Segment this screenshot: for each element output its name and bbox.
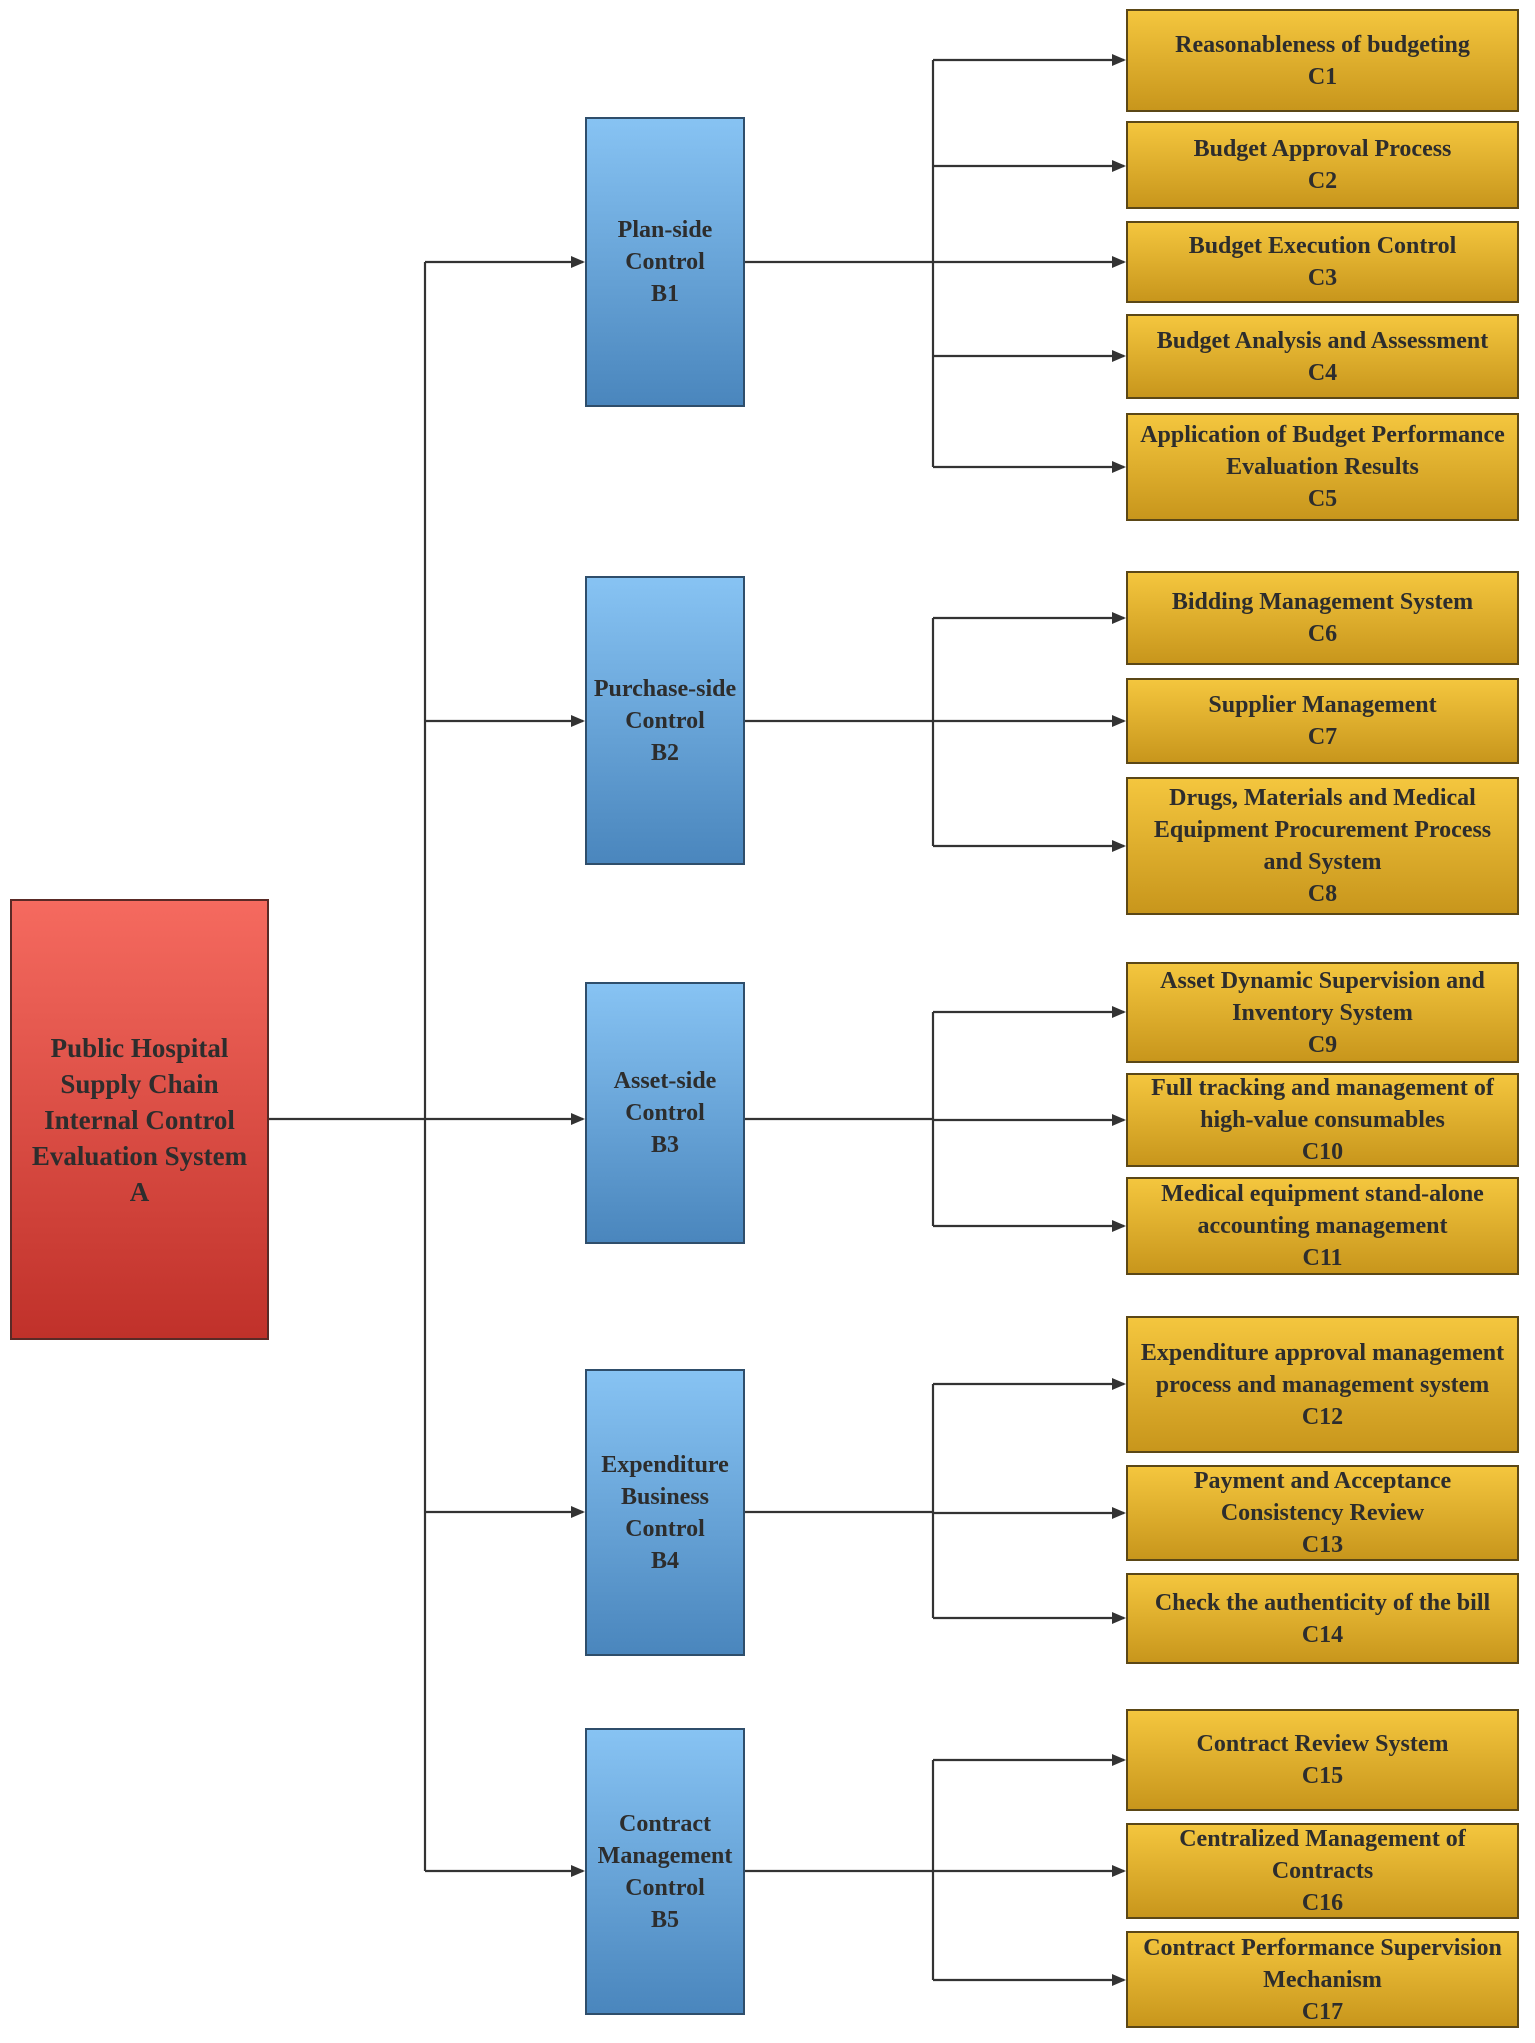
root-node: Public Hospital Supply Chain Internal Co… [10,899,269,1340]
c3-label: Budget Execution Control [1188,233,1457,259]
c12-label: Expenditure approval management process … [1140,1339,1505,1398]
c1-node: Reasonableness of budgeting C1 [1126,9,1519,112]
c4-node: Budget Analysis and Assessment C4 [1126,314,1519,399]
arrow-to-b5 [571,1865,585,1877]
arrow-to-leaf-b1-3 [1112,256,1126,268]
c1-label: Reasonableness of budgeting [1175,31,1470,58]
c17-code: C17 [1301,1998,1344,2025]
b1-code: B1 [650,281,679,307]
c15-code: C15 [1301,1763,1344,1789]
c11-node: Medical equipment stand-alone accounting… [1126,1177,1519,1275]
c4-code: C4 [1307,359,1338,386]
arrow-to-leaf-b1-1 [1112,54,1126,66]
c6-label: Bidding Management System [1171,589,1474,615]
c1-code: C1 [1307,63,1338,90]
b5-label: Contract Management Control [597,1810,733,1901]
c16-label: Centralized Management of Contracts [1179,1826,1466,1884]
c2-node: Budget Approval Process C2 [1126,121,1519,209]
b4-code: B4 [650,1547,679,1574]
c14-label: Check the authenticity of the bill [1154,1589,1491,1616]
c14-code: C14 [1301,1621,1344,1648]
arrow-to-leaf-b2-2 [1112,715,1126,727]
c14-node: Check the authenticity of the bill C14 [1126,1573,1519,1664]
c13-code: C13 [1301,1532,1344,1558]
c16-node: Centralized Management of Contracts C16 [1126,1823,1519,1919]
c9-label: Asset Dynamic Supervision and Inventory … [1160,967,1485,1026]
b2-label: Purchase-side Control [593,675,737,734]
arrow-to-leaf-b3-2 [1112,1114,1126,1126]
c5-code: C5 [1307,486,1338,512]
arrow-to-leaf-b2-1 [1112,612,1126,624]
arrow-to-b2 [571,715,585,727]
arrow-to-leaf-b5-1 [1112,1754,1126,1766]
c15-node: Contract Review System C15 [1126,1709,1519,1811]
c9-code: C9 [1307,1031,1338,1058]
arrow-to-leaf-b4-1 [1112,1378,1126,1390]
arrow-to-leaf-b1-4 [1112,350,1126,362]
c5-label: Application of Budget Performance Evalua… [1140,422,1505,480]
c6-node: Bidding Management System C6 [1126,571,1519,665]
c7-node: Supplier Management C7 [1126,678,1519,764]
c10-label: Full tracking and management of high-val… [1151,1075,1494,1133]
c5-node: Application of Budget Performance Evalua… [1126,413,1519,521]
b2-code: B2 [650,739,679,766]
b4-label: Expenditure Business Control [601,1451,729,1542]
c13-label: Payment and Acceptance Consistency Revie… [1193,1468,1452,1526]
arrow-to-leaf-b1-5 [1112,461,1126,473]
b3-node: Asset-side Control B3 [585,982,745,1244]
root-label: Public Hospital Supply Chain Internal Co… [31,1032,248,1171]
arrow-to-b4 [571,1506,585,1518]
c10-node: Full tracking and management of high-val… [1126,1073,1519,1167]
b3-label: Asset-side Control [613,1068,717,1126]
b4-node: Expenditure Business Control B4 [585,1369,745,1656]
c17-node: Contract Performance Supervision Mechani… [1126,1931,1519,2028]
c11-label: Medical equipment stand-alone accounting… [1161,1181,1484,1239]
c7-label: Supplier Management [1208,692,1437,718]
arrow-to-leaf-b5-2 [1112,1865,1126,1877]
c12-node: Expenditure approval management process … [1126,1316,1519,1453]
b2-node: Purchase-side Control B2 [585,576,745,865]
b1-label: Plan-side Control [617,217,713,275]
arrow-to-leaf-b4-2 [1112,1507,1126,1519]
c3-code: C3 [1307,265,1338,291]
arrow-to-b1 [571,256,585,268]
c15-label: Contract Review System [1196,1731,1449,1757]
c8-node: Drugs, Materials and Medical Equipment P… [1126,777,1519,915]
arrow-to-leaf-b3-3 [1112,1220,1126,1232]
c16-code: C16 [1301,1890,1344,1916]
arrow-to-leaf-b5-3 [1112,1974,1126,1986]
b5-node: Contract Management Control B5 [585,1728,745,2015]
c8-code: C8 [1307,881,1338,907]
c13-node: Payment and Acceptance Consistency Revie… [1126,1465,1519,1561]
c8-label: Drugs, Materials and Medical Equipment P… [1153,785,1492,875]
arrow-to-b3 [571,1113,585,1125]
c4-label: Budget Analysis and Assessment [1156,327,1489,354]
c10-code: C10 [1301,1139,1344,1165]
c2-code: C2 [1307,168,1338,194]
arrow-to-leaf-b2-3 [1112,840,1126,852]
c7-code: C7 [1307,724,1338,750]
b5-code: B5 [650,1906,679,1933]
c2-label: Budget Approval Process [1193,136,1452,162]
c3-node: Budget Execution Control C3 [1126,221,1519,303]
arrow-to-leaf-b1-2 [1112,160,1126,172]
b1-node: Plan-side Control B1 [585,117,745,407]
c9-node: Asset Dynamic Supervision and Inventory … [1126,962,1519,1063]
c6-code: C6 [1307,621,1338,647]
arrow-to-leaf-b3-1 [1112,1006,1126,1018]
c17-label: Contract Performance Supervision Mechani… [1143,1934,1502,1993]
b3-code: B3 [650,1132,679,1158]
arrow-to-leaf-b4-3 [1112,1612,1126,1624]
root-code: A [129,1176,150,1207]
c12-code: C12 [1301,1403,1344,1430]
c11-code: C11 [1302,1245,1343,1271]
